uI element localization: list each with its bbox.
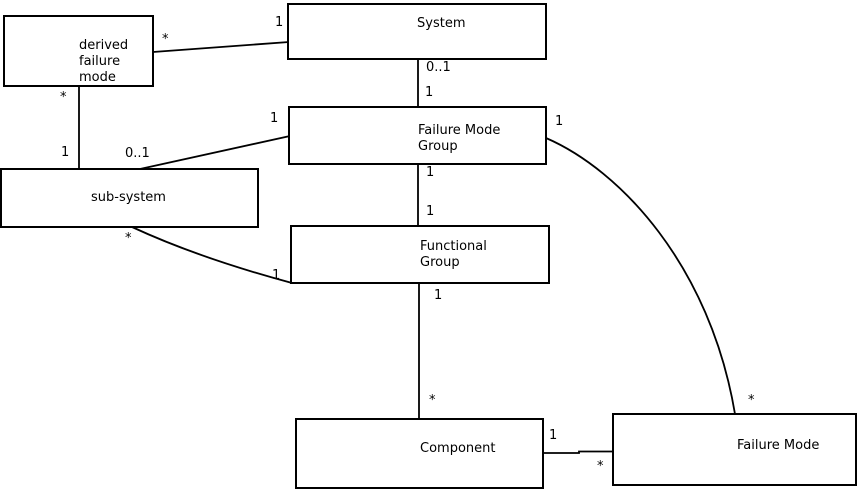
- mult-failure-mode-group-functional-group-src: 1: [426, 165, 435, 180]
- node-derived-failure-mode: [3, 15, 154, 87]
- mult-derived-failure-mode-sub-system-dst: 1: [61, 145, 70, 160]
- node-failure-mode-group-label: Failure Mode Group: [418, 123, 501, 154]
- node-failure-mode: [612, 413, 857, 486]
- node-component-label: Component: [420, 441, 496, 456]
- node-failure-mode-group: [288, 106, 547, 165]
- node-component: [295, 418, 544, 489]
- edge-derived-failure-mode-system: [152, 41, 290, 53]
- mult-sub-system-failure-mode-group-dst: 1: [270, 111, 279, 126]
- node-system-label: System: [417, 16, 466, 31]
- mult-derived-failure-mode-sub-system-src: *: [60, 90, 67, 105]
- mult-failure-mode-group-functional-group-dst: 1: [426, 204, 435, 219]
- edge-failure-mode-group-failure-mode: [545, 137, 736, 415]
- mult-component-failure-mode-dst: *: [597, 459, 604, 474]
- mult-failure-mode-group-failure-mode-dst: *: [748, 393, 755, 408]
- node-derived-failure-mode-label: derived failure mode: [79, 38, 129, 85]
- node-sub-system: [0, 168, 259, 228]
- mult-failure-mode-group-failure-mode-src: 1: [555, 114, 564, 129]
- node-system: [287, 3, 547, 60]
- edge-component-failure-mode: [543, 450, 614, 454]
- mult-sub-system-failure-mode-group-src: 0..1: [125, 146, 150, 161]
- node-failure-mode-label: Failure Mode: [737, 438, 820, 453]
- node-sub-system-label: sub-system: [91, 190, 166, 205]
- mult-functional-group-component-dst: *: [429, 393, 436, 408]
- mult-derived-failure-mode-system-src: *: [162, 32, 169, 47]
- mult-sub-system-functional-group-dst: 1: [272, 268, 281, 283]
- mult-sub-system-functional-group-src: *: [125, 231, 132, 246]
- edge-sub-system-functional-group: [131, 226, 293, 284]
- node-functional-group: [290, 225, 550, 284]
- mult-system-failure-mode-group-dst: 1: [425, 85, 434, 100]
- mult-system-failure-mode-group-src: 0..1: [426, 60, 451, 75]
- node-functional-group-label: Functional Group: [420, 239, 487, 270]
- mult-component-failure-mode-src: 1: [549, 428, 558, 443]
- mult-derived-failure-mode-system-dst: 1: [275, 15, 284, 30]
- mult-functional-group-component-src: 1: [434, 288, 443, 303]
- edge-sub-system-failure-mode-group: [139, 135, 291, 170]
